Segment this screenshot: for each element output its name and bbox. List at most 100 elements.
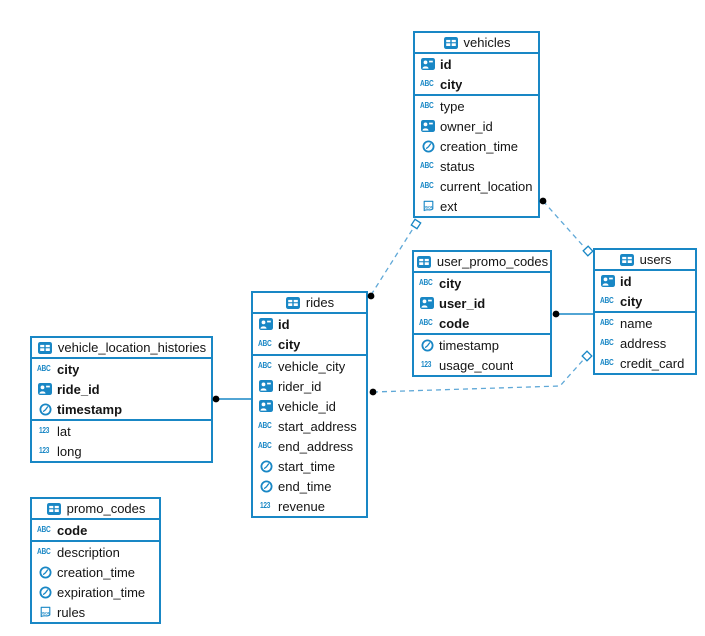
id-badge-icon (37, 383, 53, 395)
column-label: expiration_time (57, 584, 146, 600)
text-type-icon: ABC (257, 339, 272, 348)
number-type-icon: 123 (38, 426, 49, 435)
id-badge-icon (420, 58, 436, 70)
column-label: code (57, 522, 88, 538)
text-type-icon: ABC (257, 421, 272, 430)
column-city[interactable]: ABC city (595, 291, 695, 311)
column-label: timestamp (57, 401, 123, 417)
column-expiration_time[interactable]: expiration_time (32, 582, 159, 602)
table-title: vehicle_location_histories (57, 340, 207, 355)
column-id[interactable]: id (415, 54, 538, 74)
column-label: rider_id (278, 378, 322, 394)
column-label: ride_id (57, 381, 100, 397)
relationship-dot-endpoint (212, 395, 220, 403)
column-label: city (440, 76, 463, 92)
column-timestamp[interactable]: timestamp (32, 399, 211, 419)
column-label: type (440, 98, 465, 114)
number-type-icon: 123 (259, 501, 270, 510)
table-icon (37, 341, 53, 354)
column-label: lat (57, 423, 71, 439)
text-type-icon: ABC (599, 296, 614, 305)
column-rider_id[interactable]: rider_id (253, 376, 366, 396)
column-label: description (57, 544, 120, 560)
column-ride_id[interactable]: ride_id (32, 379, 211, 399)
columns-section: ABC description creation_time expiration_ti… (32, 542, 159, 622)
table-icon (443, 36, 459, 49)
relationship-user_promo_codes-users (552, 310, 593, 318)
table-header[interactable]: user_promo_codes (414, 252, 550, 273)
text-type-icon: ABC (599, 318, 614, 327)
column-creation_time[interactable]: creation_time (32, 562, 159, 582)
text-type-icon: ABC (36, 547, 51, 556)
timestamp-icon (420, 140, 436, 153)
column-creation_time[interactable]: creation_time (415, 136, 538, 156)
id-badge-icon (258, 380, 274, 392)
table-header[interactable]: users (595, 250, 695, 271)
column-label: id (440, 56, 452, 72)
column-owner_id[interactable]: owner_id (415, 116, 538, 136)
id-badge-icon (600, 275, 616, 287)
id-badge-icon (420, 120, 436, 132)
timestamp-icon (37, 403, 53, 416)
timestamp-icon (419, 339, 435, 352)
relationship-diamond-endpoint (582, 245, 594, 257)
column-description[interactable]: ABC description (32, 542, 159, 562)
column-id[interactable]: id (595, 271, 695, 291)
column-label: city (278, 336, 301, 352)
column-label: name (620, 315, 653, 331)
column-city[interactable]: ABC city (253, 334, 366, 354)
svg-text:JSON: JSON (40, 611, 50, 615)
relationship-vehicles-users (539, 197, 594, 257)
column-lat[interactable]: 123 lat (32, 421, 211, 441)
id-badge-icon (258, 400, 274, 412)
text-type-icon: ABC (418, 278, 433, 287)
text-type-icon: ABC (418, 318, 433, 327)
column-timestamp[interactable]: timestamp (414, 335, 550, 355)
relationship-dot-endpoint (369, 388, 377, 396)
column-start_time[interactable]: start_time (253, 456, 366, 476)
column-end_time[interactable]: end_time (253, 476, 366, 496)
table-header[interactable]: vehicles (415, 33, 538, 54)
relationship-dot-endpoint (539, 197, 547, 205)
timestamp-icon (37, 586, 53, 599)
column-code[interactable]: ABC code (414, 313, 550, 333)
column-id[interactable]: id (253, 314, 366, 334)
column-label: city (620, 293, 643, 309)
table-header[interactable]: promo_codes (32, 499, 159, 520)
table-header[interactable]: vehicle_location_histories (32, 338, 211, 359)
column-label: code (439, 315, 470, 331)
table-header[interactable]: rides (253, 293, 366, 314)
column-vehicle_id[interactable]: vehicle_id (253, 396, 366, 416)
column-user_id[interactable]: user_id (414, 293, 550, 313)
column-name[interactable]: ABC name (595, 313, 695, 333)
